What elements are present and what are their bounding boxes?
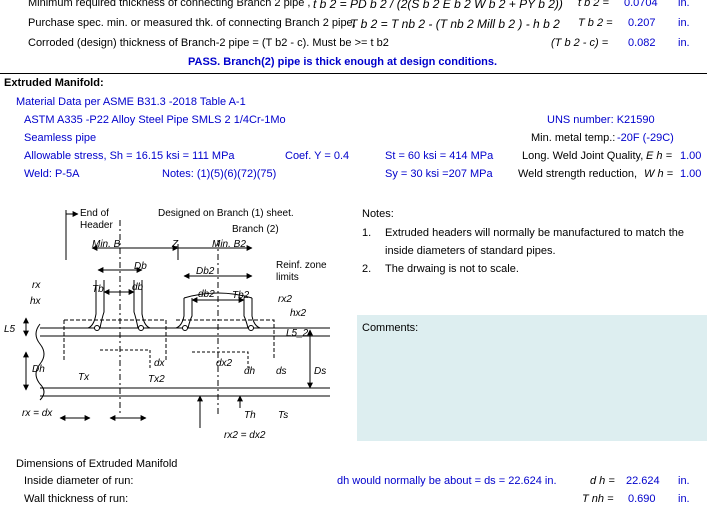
wall-thickness-unit: in. [678, 493, 690, 505]
material-heading: Material Data per ASME B31.3 -2018 Table… [16, 96, 246, 108]
label-dx: dx [154, 358, 166, 369]
label-hx: hx [30, 296, 42, 307]
coef-y: Coef. Y = 0.4 [285, 150, 350, 162]
label-l5-2: L5_2 [286, 328, 309, 339]
dimensions-title: Dimensions of Extruded Manifold [16, 458, 178, 470]
long-weld-symbol: E h = [646, 150, 672, 162]
min-thickness-symbol: t b 2 = [578, 0, 609, 9]
min-temp-value: -20F (-29C) [617, 132, 674, 144]
weld-reduction-value[interactable]: 1.00 [680, 168, 702, 180]
note-1-cont: inside diameters of standard pipes. [385, 245, 556, 257]
label-dx2: dx2 [216, 358, 233, 369]
label-tx2: Tx2 [148, 374, 165, 385]
yield-strength: Sy = 30 ksi =207 MPa [385, 168, 493, 180]
label-tb2: Tb2 [232, 290, 250, 301]
corroded-thickness-value[interactable]: 0.082 [628, 37, 656, 49]
label-limits: limits [276, 272, 299, 283]
label-db-small: db [132, 282, 144, 293]
label-hx2: hx2 [290, 308, 307, 319]
purchase-thickness-value[interactable]: 0.207 [628, 17, 656, 29]
label-min-b2: Min. B2 [212, 239, 246, 250]
label-db: Db [134, 261, 147, 272]
min-thickness-value[interactable]: 0.0704 [624, 0, 658, 9]
comments-label: Comments: [362, 322, 419, 334]
label-l5: L5 [4, 324, 16, 335]
long-weld-label: Long. Weld Joint Quality, [522, 150, 644, 162]
purchase-thickness-symbol: T b 2 = [578, 17, 613, 29]
label-min-b: Min. B [92, 239, 121, 250]
inside-diameter-note: dh would normally be about = ds = 22.624… [337, 475, 557, 487]
label-designed-on: Designed on Branch (1) sheet. [158, 208, 294, 219]
corroded-thickness-unit: in. [678, 37, 690, 49]
wall-thickness-value[interactable]: 0.690 [628, 493, 656, 505]
label-db2-small: db2 [198, 289, 215, 300]
allowable-stress: Allowable stress, Sh = 16.15 ksi = 111 M… [24, 150, 235, 162]
purchase-thickness-unit: in. [678, 17, 690, 29]
tensile-strength: St = 60 ksi = 414 MPa [385, 150, 494, 162]
label-dh: dh [244, 366, 256, 377]
inside-diameter-symbol: d h = [590, 475, 615, 487]
purchase-thickness-label: Purchase spec. min. or measured thk. of … [28, 17, 356, 29]
notes-title: Notes: [362, 208, 394, 220]
label-rx2-eq: rx2 = dx2 [224, 430, 266, 441]
extruded-manifold-diagram: End of Header Designed on Branch (1) she… [4, 208, 330, 441]
label-ts: Ts [278, 410, 288, 421]
note-1-text: Extruded headers will normally be manufa… [385, 227, 684, 239]
note-2-num: 2. [362, 263, 372, 275]
min-thickness-label: Minimum required thickness of connecting… [28, 0, 311, 9]
inside-diameter-unit: in. [678, 475, 690, 487]
pass-message: PASS. Branch(2) pipe is thick enough at … [188, 56, 498, 68]
note-2-text: The drwaing is not to scale. [385, 263, 519, 275]
label-ds: ds [276, 366, 287, 377]
min-thickness-unit: in. [678, 0, 690, 9]
label-dh-big: Dh [32, 364, 45, 375]
label-rx-eq: rx = dx [22, 408, 53, 419]
label-end-of: End of [80, 208, 109, 219]
corroded-thickness-symbol: (T b 2 - c) = [551, 37, 609, 49]
wall-thickness-symbol: T nh = [582, 493, 614, 505]
label-z: Z [171, 239, 179, 250]
section-title: Extruded Manifold: [4, 77, 104, 89]
corroded-thickness-label: Corroded (design) thickness of Branch-2 … [28, 37, 389, 49]
wall-thickness-label: Wall thickness of run: [24, 493, 129, 505]
label-header: Header [80, 220, 113, 231]
min-temp-label: Min. metal temp.: [531, 132, 616, 144]
long-weld-value[interactable]: 1.00 [680, 150, 702, 162]
weld-reduction-label: Weld strength reduction, [518, 168, 638, 180]
inside-diameter-label: Inside diameter of run: [24, 475, 134, 487]
min-thickness-formula: t b 2 = PD b 2 / (2(S b 2 E b 2 W b 2 + … [313, 0, 563, 11]
label-db2-big: Db2 [196, 266, 215, 277]
label-branch2: Branch (2) [232, 224, 279, 235]
material-spec[interactable]: ASTM A335 -P22 Alloy Steel Pipe SMLS 2 1… [24, 114, 286, 126]
comments-box[interactable] [357, 315, 707, 441]
note-1-num: 1. [362, 227, 372, 239]
label-ds-big: Ds [314, 366, 326, 377]
weld-type: Weld: P-5A [24, 168, 80, 180]
label-tb: Tb [92, 284, 104, 295]
label-rx: rx [32, 280, 41, 291]
purchase-thickness-formula: T b 2 = T nb 2 - (T nb 2 Mill b 2 ) - h … [350, 17, 560, 31]
inside-diameter-value[interactable]: 22.624 [626, 475, 660, 487]
material-type: Seamless pipe [24, 132, 97, 144]
material-notes: Notes: (1)(5)(6)(72)(75) [162, 168, 277, 180]
label-th: Th [244, 410, 256, 421]
label-tx: Tx [78, 372, 90, 383]
uns-number: UNS number: K21590 [547, 114, 655, 126]
label-rx2: rx2 [278, 294, 292, 305]
weld-reduction-symbol: W h = [644, 168, 674, 180]
section-divider [0, 73, 707, 74]
label-reinf-zone: Reinf. zone [276, 260, 327, 271]
